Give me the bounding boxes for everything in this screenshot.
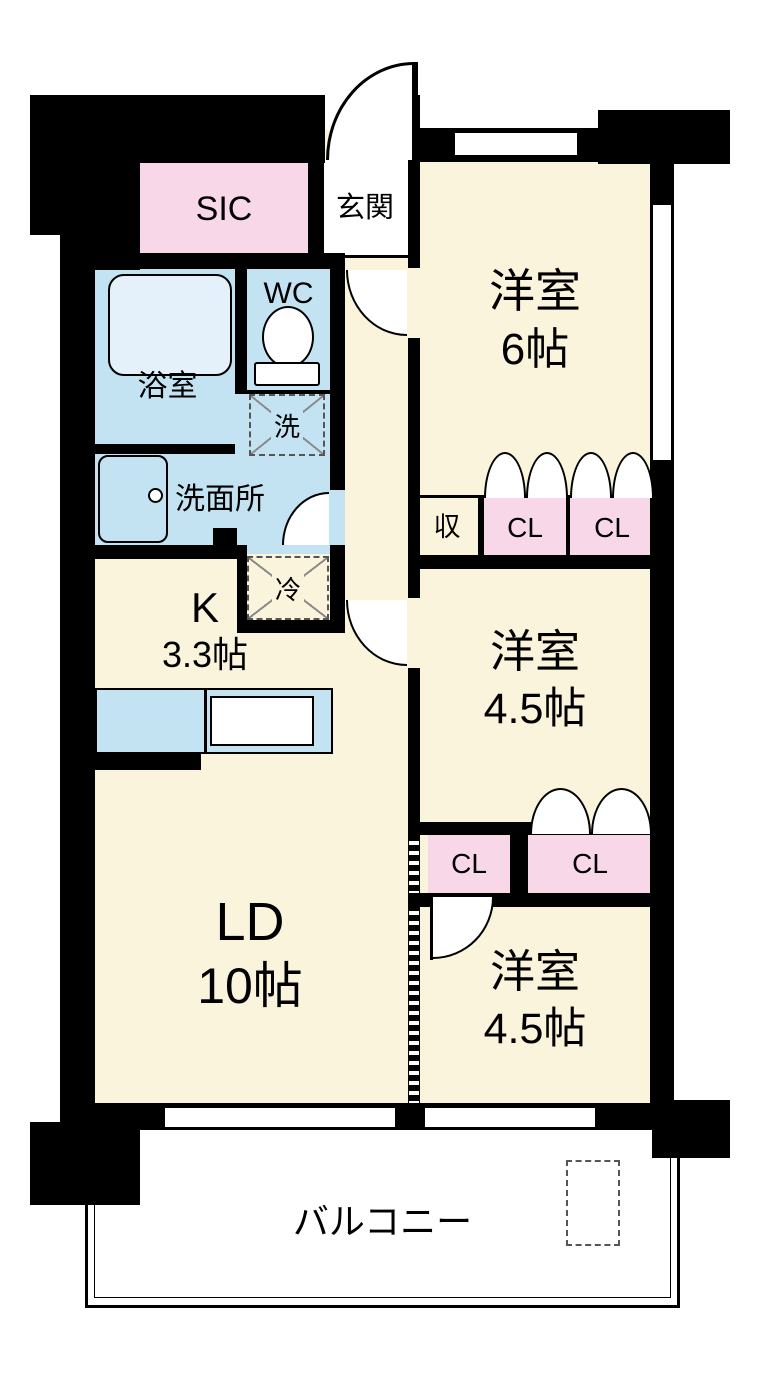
entrance-door-panel — [412, 62, 418, 162]
wall — [95, 545, 240, 559]
room-name: K — [190, 584, 219, 632]
fridge-label: 冷 — [271, 569, 304, 607]
wall — [330, 253, 345, 490]
room-size: 10帖 — [197, 958, 303, 1015]
wall — [235, 262, 247, 394]
wall — [237, 545, 247, 633]
toilet-bowl — [262, 306, 314, 368]
door-panel — [430, 897, 433, 960]
balcony-hatch-box — [566, 1160, 620, 1246]
wall — [566, 497, 570, 557]
genkan-label: 玄関 — [335, 191, 394, 224]
wall — [478, 497, 484, 557]
room-size: 4.5帖 — [483, 685, 587, 734]
entrance-door-swing — [326, 62, 414, 160]
wall — [652, 1100, 730, 1158]
laundry-label: 洗 — [270, 406, 303, 444]
room-name: LD — [215, 891, 285, 952]
room-size: 4.5帖 — [483, 1005, 587, 1054]
wall — [247, 390, 330, 394]
wall — [408, 338, 420, 598]
closet-mid-left — [484, 498, 566, 557]
wall — [408, 822, 538, 835]
closet-bottom-left — [428, 835, 510, 893]
sic-label: SIC — [195, 189, 253, 228]
wall — [213, 528, 237, 558]
window — [650, 205, 674, 460]
closet-label: CL — [594, 511, 630, 543]
closet-label: CL — [507, 511, 543, 543]
living-label: LD 10帖 — [125, 878, 375, 1028]
wall — [408, 668, 420, 822]
room-size: 3.3帖 — [161, 634, 249, 676]
bath-label: 浴室 — [137, 370, 198, 404]
laundry-pan: 洗 — [249, 394, 325, 456]
wall — [95, 253, 345, 269]
wall — [95, 444, 235, 454]
wall — [60, 268, 95, 1108]
bathtub — [108, 274, 232, 376]
closet-bottom-right — [528, 835, 652, 893]
room-name: 洋室 — [489, 625, 580, 677]
kitchen-label: K 3.3帖 — [110, 575, 300, 685]
closet-label: CL — [451, 848, 487, 880]
wall — [30, 95, 325, 163]
wall — [408, 555, 674, 569]
sliding-door — [408, 835, 420, 1103]
wc-label: WC — [263, 277, 314, 311]
room-sic — [140, 163, 308, 255]
washbasin-faucet — [148, 488, 163, 503]
wall — [237, 620, 345, 633]
kitchen-sink — [210, 696, 314, 746]
room-genkan — [324, 158, 408, 258]
room-size: 6帖 — [500, 325, 570, 375]
western45-btm-label: 洋室 4.5帖 — [420, 925, 650, 1075]
fridge-space: 冷 — [247, 556, 329, 620]
wall — [308, 160, 324, 255]
window — [425, 1105, 595, 1130]
toilet-tank — [254, 362, 320, 386]
kitchen-wall-stub — [95, 752, 201, 770]
wall — [598, 110, 730, 164]
closet-label: CL — [572, 848, 608, 880]
room-name: 洋室 — [489, 264, 581, 317]
western45-mid-label: 洋室 4.5帖 — [420, 605, 650, 755]
kitchen-counter-divider — [204, 688, 207, 754]
storage-label: 収 — [433, 512, 461, 543]
washroom-label: 洗面所 — [175, 483, 265, 517]
closet-mid-right — [570, 498, 654, 557]
room-name: 洋室 — [489, 945, 580, 997]
wall — [330, 545, 345, 633]
balcony-label: バルコニー — [292, 1201, 473, 1243]
window — [165, 1105, 395, 1130]
wall — [510, 835, 528, 893]
wall — [30, 1122, 140, 1205]
western6-label: 洋室 6帖 — [420, 245, 650, 395]
window — [455, 130, 577, 158]
genkan-step-line — [345, 255, 408, 258]
